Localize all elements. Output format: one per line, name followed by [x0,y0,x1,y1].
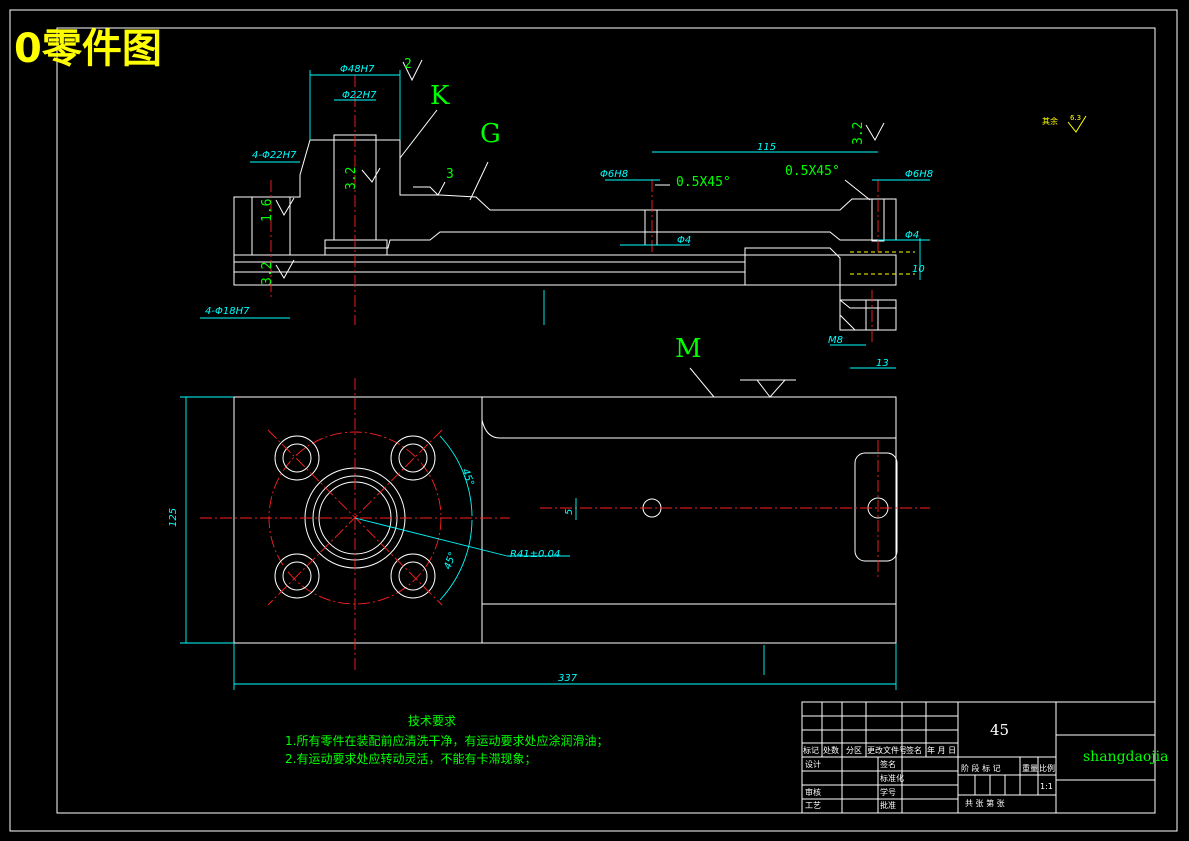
tb-r-total: 共 张 第 张 [965,798,1005,808]
label-m: M [675,334,702,364]
dim-d4a: Φ4 [677,235,691,246]
tb-r-check: 审核 [805,787,821,797]
tb-material: 45 [990,721,1009,739]
dim-337: 337 [558,673,578,684]
finish-32a: 3.2 [344,167,359,190]
dim-d6b: Φ6H8 [905,169,933,180]
tb-h-sign: 签名 [906,745,922,755]
corner-val: 6.3 [1070,114,1081,122]
tb-r-num: 学号 [880,787,896,797]
dim-115: 115 [757,142,776,153]
drawing-title: 0零件图 [14,26,162,72]
tech-line2: 2.有运动要求处应转动灵活，不能有卡滞现象； [285,751,536,766]
label-g: G [480,119,501,149]
section-view [200,59,930,369]
dim-d4b: Φ4 [905,230,919,241]
inner-border [56,27,1156,814]
title-block [801,701,1156,814]
tb-r-weight: 重量 [1022,763,1038,773]
dim-125: 125 [168,508,179,527]
tb-h-count: 处数 [823,745,839,755]
dim-10: 10 [912,264,925,275]
rough-3: 3 [446,167,454,182]
tech-heading: 技术要求 [408,714,456,728]
dim-4-d22: 4-Φ22H7 [252,150,297,161]
finish-16: 1.6 [260,199,275,222]
label-k: K [430,81,450,111]
tb-h-date: 年 月 日 [927,745,956,755]
dim-ang2: 45° [442,551,458,571]
tb-r-process: 工艺 [805,801,821,810]
tech-line1: 1.所有零件在装配前应清洗干净，有运动要求处应涂润滑油； [285,733,608,748]
tb-r-approve: 批准 [880,800,896,810]
tb-h-doc: 更改文件号 [867,745,907,755]
tb-r-design: 设计 [805,759,821,769]
dim-4-d18: 4-Φ18H7 [205,306,250,317]
slot [854,452,898,562]
dim-13: 13 [876,358,889,369]
tb-h-zone: 分区 [846,746,862,755]
finish-32c: 3.2 [851,122,866,145]
dim-d22: Φ22H7 [342,90,377,101]
chamfer-2: 0.5X45° [785,164,840,179]
dim-ang1: 45° [459,467,475,487]
dim-r41: R41±0.04 [510,549,560,560]
tb-r-std: 标准化 [880,773,904,783]
corner-note: 其余 [1042,116,1058,126]
finish-32b: 3.2 [260,262,275,285]
tb-r-ratio: 比例 [1039,763,1055,773]
dim-d6a: Φ6H8 [600,169,628,180]
rail [233,254,897,286]
tb-scale: 1:1 [1040,782,1053,791]
end-block [744,247,897,331]
tb-h-mark: 标记 [803,745,819,755]
dim-off5: 5 [564,509,575,515]
chamfer-1: 0.5X45° [676,175,731,190]
rough-2: 2 [404,57,412,72]
top-view [180,367,930,690]
corner-rough-icon [1067,115,1087,133]
top-outline [233,396,897,644]
tb-company: shangdaojia [1083,749,1168,765]
outer-border [9,9,1178,832]
hole-6a [644,209,658,246]
dim-d48: Φ48H7 [340,64,375,75]
tb-r-sign2: 签名 [880,759,896,769]
section-hatch [233,139,897,256]
dim-m8: M8 [828,335,843,346]
tb-r-stage: 阶 段 标 记 [961,763,1001,773]
